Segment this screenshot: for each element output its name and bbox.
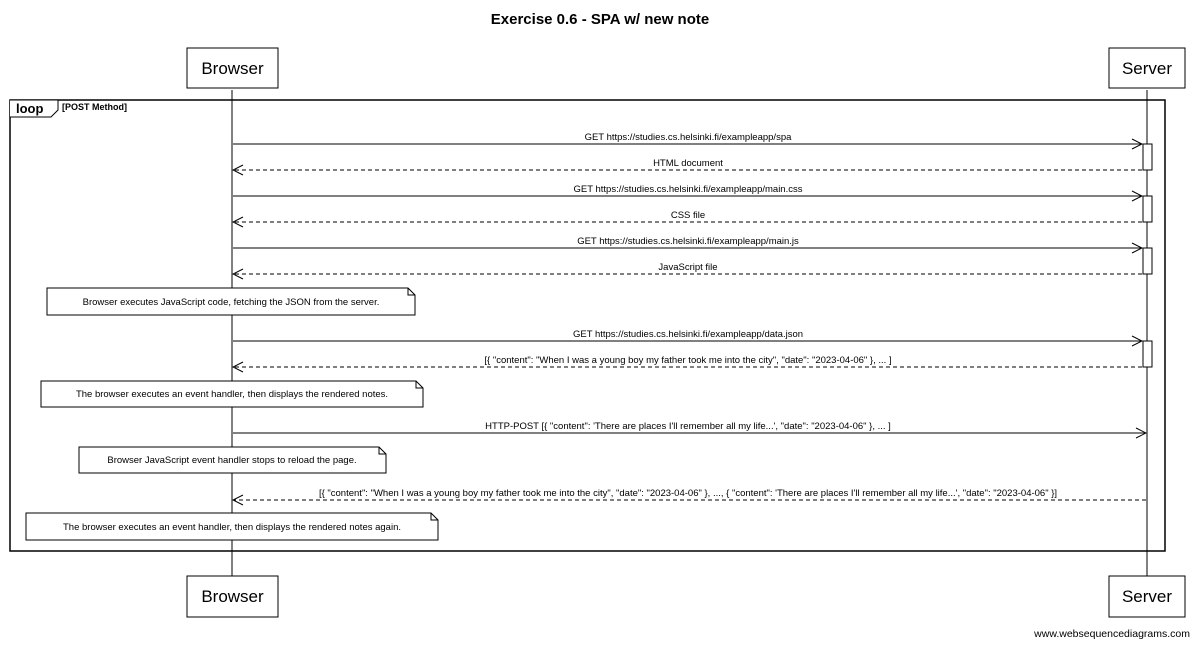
message-updated-notes-response: [{ "content": "When I was a young boy my… (233, 488, 1146, 500)
message-javascript-file: JavaScript file (233, 262, 1142, 274)
footer-watermark: www.websequencediagrams.com (1033, 628, 1190, 640)
actor-browser-label: Browser (201, 587, 264, 606)
message-label: GET https://studies.cs.helsinki.fi/examp… (574, 184, 803, 195)
note-stops-reload: Browser JavaScript event handler stops t… (78, 446, 387, 474)
loop-frame: loop [POST Method] (9, 99, 1166, 552)
message-label: GET https://studies.cs.helsinki.fi/examp… (577, 236, 799, 247)
server-activation (1142, 247, 1153, 275)
server-activation (1142, 195, 1153, 223)
message-label: CSS file (671, 210, 705, 221)
actor-server-label: Server (1122, 587, 1172, 606)
message-http-post: HTTP-POST [{ "content": 'There are place… (233, 421, 1146, 433)
actor-server-label: Server (1122, 59, 1172, 78)
message-label: [{ "content": "When I was a young boy my… (484, 355, 891, 366)
note-text: Browser executes JavaScript code, fetchi… (83, 297, 380, 308)
message-label: GET https://studies.cs.helsinki.fi/examp… (573, 329, 803, 340)
message-html-document: HTML document (233, 158, 1142, 170)
server-activation (1142, 340, 1153, 368)
note-text: The browser executes an event handler, t… (76, 389, 388, 400)
actor-server-top: Server (1108, 47, 1186, 89)
note-text: Browser JavaScript event handler stops t… (107, 455, 356, 466)
actor-server-bottom: Server (1108, 575, 1186, 618)
message-get-data-json: GET https://studies.cs.helsinki.fi/examp… (233, 329, 1142, 341)
note-displays-notes-again: The browser executes an event handler, t… (25, 512, 439, 541)
loop-keyword: loop (16, 101, 43, 116)
message-label: [{ "content": "When I was a young boy my… (319, 488, 1057, 499)
note-text: The browser executes an event handler, t… (63, 522, 401, 533)
server-activation (1142, 143, 1153, 171)
actor-browser-top: Browser (186, 47, 279, 89)
loop-condition: [POST Method] (62, 102, 127, 112)
message-json-response: [{ "content": "When I was a young boy my… (233, 355, 1142, 367)
message-label: HTTP-POST [{ "content": 'There are place… (485, 421, 891, 432)
note-executes-js: Browser executes JavaScript code, fetchi… (46, 287, 416, 316)
message-label: JavaScript file (658, 262, 717, 273)
actor-browser-bottom: Browser (186, 575, 279, 618)
note-displays-notes: The browser executes an event handler, t… (40, 380, 424, 408)
message-css-file: CSS file (233, 210, 1142, 222)
diagram-title: Exercise 0.6 - SPA w/ new note (491, 11, 709, 28)
actor-browser-label: Browser (201, 59, 264, 78)
message-label: GET https://studies.cs.helsinki.fi/examp… (585, 132, 793, 143)
message-label: HTML document (653, 158, 723, 169)
message-get-spa: GET https://studies.cs.helsinki.fi/examp… (233, 132, 1142, 144)
message-get-main-css: GET https://studies.cs.helsinki.fi/examp… (233, 184, 1142, 196)
message-get-main-js: GET https://studies.cs.helsinki.fi/examp… (233, 236, 1142, 248)
